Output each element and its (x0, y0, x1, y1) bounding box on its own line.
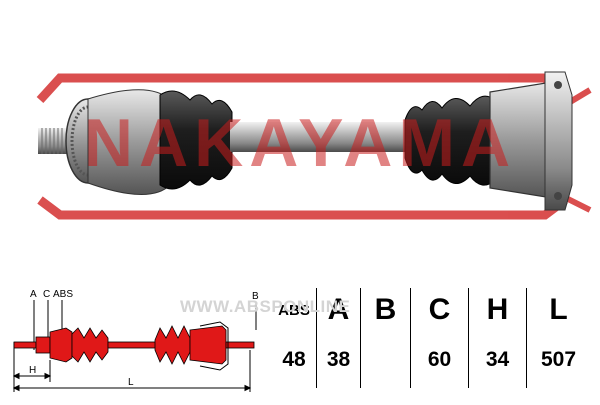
label-l: L (128, 377, 134, 388)
header-b: B (360, 288, 410, 332)
dimension-diagram: A C ABS B H L (0, 280, 270, 400)
header-l: L (526, 288, 590, 332)
value-h: 34 (468, 332, 526, 388)
header-a: A (316, 288, 360, 332)
shaft-bar (230, 122, 410, 152)
outer-boot (159, 90, 233, 190)
value-l: 507 (526, 332, 590, 388)
value-abs: 48 (282, 348, 306, 371)
label-c: C (43, 289, 50, 300)
inner-joint-housing (489, 71, 573, 211)
header-abs: ABS (278, 301, 310, 319)
value-b (360, 332, 410, 388)
label-h: H (29, 365, 36, 376)
label-abs: ABS (53, 289, 73, 300)
value-c: 60 (410, 332, 468, 388)
brand-logo: NAKAYAMA (84, 105, 516, 181)
value-a: 38 (316, 332, 360, 388)
outer-cv-joint (65, 89, 171, 195)
header-h: H (468, 288, 526, 332)
label-b: B (252, 291, 259, 302)
product-photo: NAKAYAMA (36, 71, 592, 220)
diagram-shaft (13, 325, 255, 365)
header-c: C (410, 288, 468, 332)
spec-table: ABS A B C H L 48 38 60 34 507 (272, 288, 590, 388)
label-a: A (30, 289, 37, 300)
